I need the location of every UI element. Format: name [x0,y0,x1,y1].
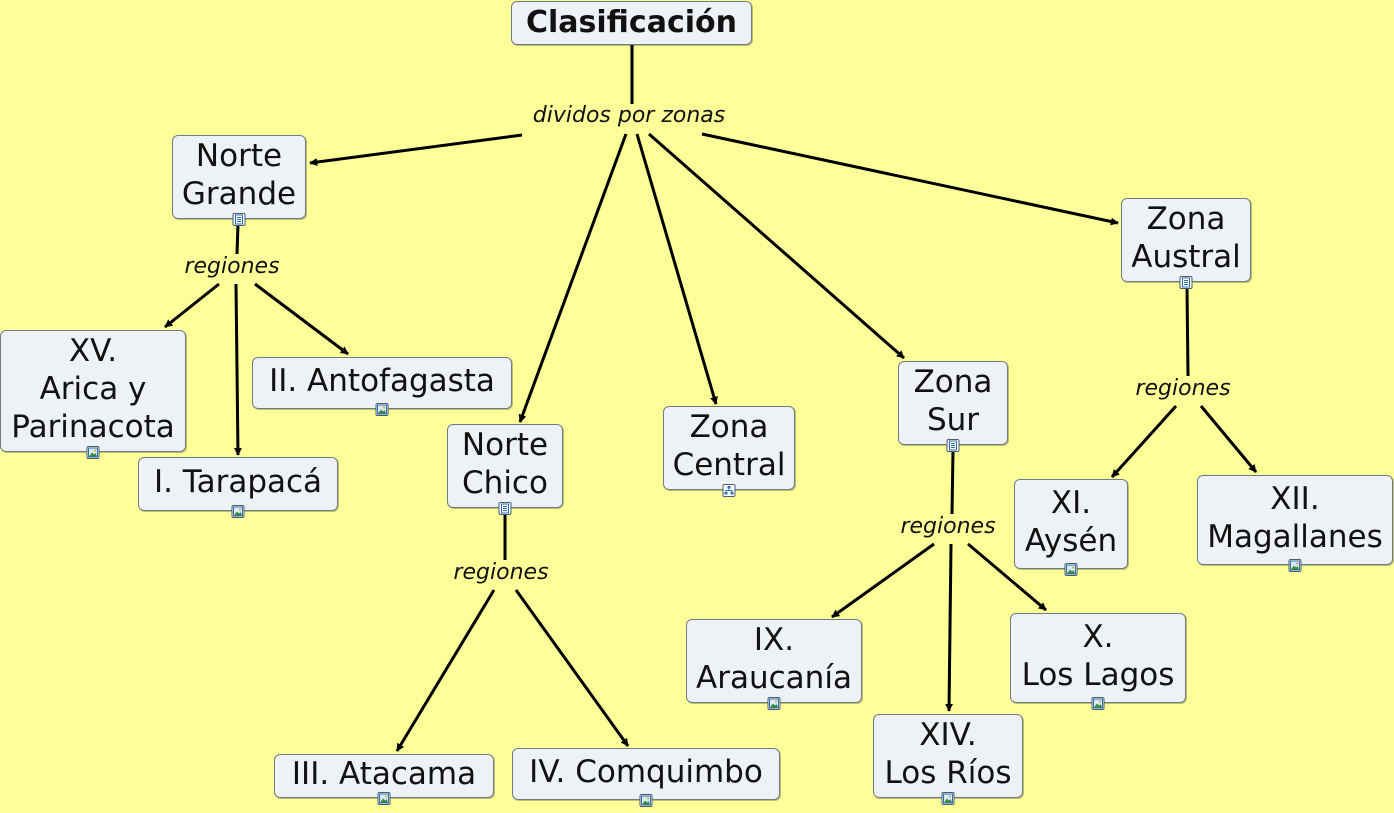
edge-zona-sur-regiones [950,449,955,515]
node-label: XV. Arica y Parinacota [11,333,175,445]
node-label: I. Tarapacá [153,464,323,500]
image-icon[interactable] [767,697,781,710]
image-icon[interactable] [1288,559,1302,572]
edge-nc-coquimbo [514,589,630,747]
concept-map-icon[interactable] [722,484,736,497]
document-icon[interactable] [1179,276,1193,289]
edge-zonas-norte-grande [309,133,523,167]
image-icon[interactable] [375,403,389,416]
node-label: XI. Aysén [1024,485,1118,559]
node-region-los-rios[interactable]: XIV. Los Ríos [873,714,1023,805]
node-region-antofagasta[interactable]: II. Antofagasta [252,357,512,416]
node-region-tarapaca[interactable]: I. Tarapacá [138,457,338,518]
node-label: X. Los Lagos [1021,619,1175,693]
edge-zonas-zona-sur [648,132,905,360]
image-icon[interactable] [377,792,391,805]
image-icon[interactable] [941,792,955,805]
node-zona-austral[interactable]: Zona Austral [1121,198,1251,289]
node-label: Norte Grande [181,138,297,212]
link-label-regiones-norte-grande: regiones [184,254,280,279]
root-title: Clasificación [526,5,737,40]
edge-za-magallanes [1199,405,1258,473]
node-label: Zona Central [672,409,786,483]
node-label: IX. Araucanía [696,622,852,696]
node-region-aysen[interactable]: XI. Aysén [1014,479,1128,576]
edge-zs-los-rios [945,543,954,712]
edge-zs-araucania [831,542,935,619]
edge-ng-arica [164,282,220,329]
node-label: IV. Comquimbo [529,754,763,790]
image-icon[interactable] [86,446,100,459]
link-label-regiones-zona-austral: regiones [1135,376,1231,401]
link-label-zonas: dividos por zonas [532,103,726,128]
edge-ng-tarapaca [233,283,242,456]
edge-nc-atacama [395,589,496,752]
node-zona-central[interactable]: Zona Central [663,406,795,497]
node-region-los-lagos[interactable]: X. Los Lagos [1010,613,1186,710]
node-zona-sur[interactable]: Zona Sur [898,361,1008,452]
edge-za-aysen [1110,404,1178,479]
image-icon[interactable] [1091,697,1105,710]
image-icon[interactable] [231,505,245,518]
node-label: III. Atacama [291,756,477,792]
document-icon[interactable] [232,213,246,226]
edge-zonas-zona-austral [701,132,1119,226]
node-label: XII. Magallanes [1207,481,1383,555]
node-label: XIV. Los Ríos [884,717,1012,791]
node-label: Zona Sur [913,364,993,438]
edge-zonas-zona-central [635,133,718,405]
node-region-magallanes[interactable]: XII. Magallanes [1197,475,1393,572]
image-icon[interactable] [1064,563,1078,576]
edge-zonas-norte-chico [518,133,628,423]
node-region-araucania[interactable]: IX. Araucanía [686,619,862,710]
edge-zona-austral-regiones [1185,286,1190,377]
edge-norte-grande-regiones [235,223,240,255]
edge-zs-los-lagos [967,542,1047,612]
node-norte-chico[interactable]: Norte Chico [447,424,563,515]
root-node-clasificacion[interactable]: Clasificación [511,1,752,45]
node-label: Norte Chico [461,427,549,501]
node-label: Zona Austral [1131,201,1241,275]
node-region-coquimbo[interactable]: IV. Comquimbo [512,748,780,807]
node-region-atacama[interactable]: III. Atacama [274,754,494,805]
node-norte-grande[interactable]: Norte Grande [172,135,306,226]
edge-ng-antofagasta [254,282,349,356]
link-label-regiones-norte-chico: regiones [453,560,549,585]
node-region-arica[interactable]: XV. Arica y Parinacota [0,330,186,459]
link-label-regiones-zona-sur: regiones [900,514,996,539]
node-label: II. Antofagasta [269,363,495,399]
image-icon[interactable] [639,794,653,807]
document-icon[interactable] [946,439,960,452]
document-icon[interactable] [498,502,512,515]
